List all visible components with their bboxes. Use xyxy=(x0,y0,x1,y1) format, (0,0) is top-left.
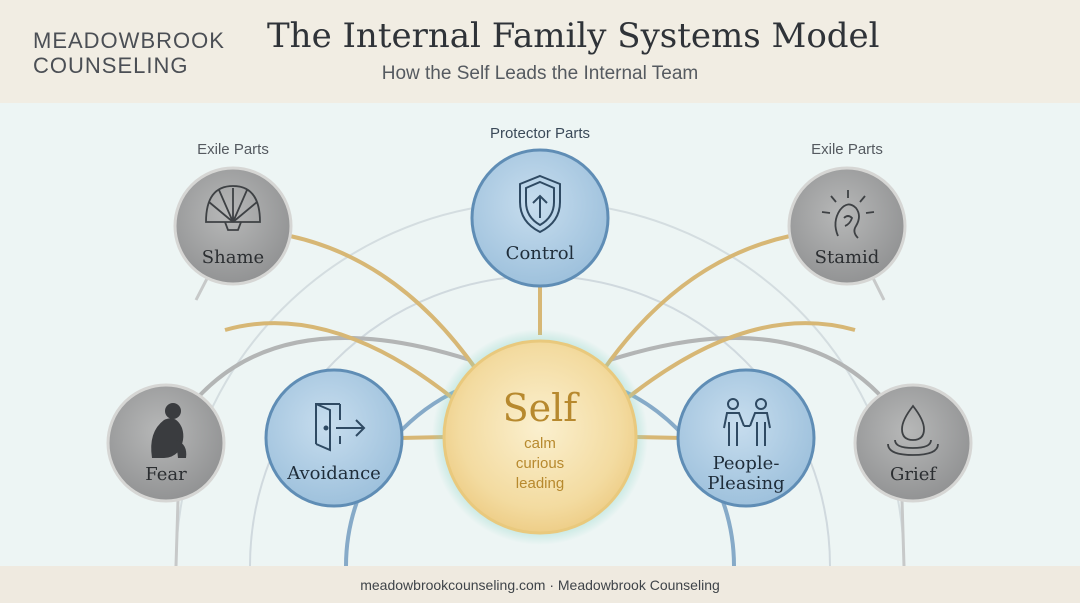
grief-circle xyxy=(853,383,973,503)
self-leading: leading xyxy=(516,475,564,492)
footer-text: meadowbrookcounseling.com · Meadowbrook … xyxy=(360,577,720,593)
avoidance-node: Avoidance xyxy=(264,368,404,508)
crouching-figure-icon xyxy=(151,403,187,458)
grief-node: Grief xyxy=(853,383,973,503)
brand-line-2: COUNSELING xyxy=(33,53,189,78)
stamid-label: Stamid xyxy=(815,247,880,268)
people-pleasing-label-1: People- xyxy=(713,453,780,474)
two-people-icon xyxy=(723,398,771,446)
self-node: Self calm curious leading xyxy=(432,329,648,545)
people-pleasing-circle xyxy=(676,368,816,508)
self-curious: curious xyxy=(516,455,564,472)
header-band xyxy=(0,0,1080,103)
brand-logo: MEADOWBROOK COUNSELING xyxy=(33,28,225,78)
water-drop-icon xyxy=(887,404,939,456)
avoidance-label: Avoidance xyxy=(286,463,381,484)
sunrise-head-icon xyxy=(821,190,875,239)
footer-band xyxy=(0,566,1080,603)
exile-parts-label-left: Exile Parts xyxy=(197,141,269,158)
avoidance-circle xyxy=(264,368,404,508)
shell-icon xyxy=(205,185,261,231)
shame-node: Shame xyxy=(173,166,293,286)
shame-circle xyxy=(173,166,293,286)
people-pleasing-node: People- Pleasing xyxy=(676,368,816,508)
self-title: Self xyxy=(503,386,581,430)
people-pleasing-label-2: Pleasing xyxy=(707,473,784,494)
fear-label: Fear xyxy=(145,464,187,485)
shield-arrow-icon xyxy=(519,174,561,234)
grief-lower-line xyxy=(900,499,906,566)
control-node: Control xyxy=(470,148,610,288)
fear-node: Fear xyxy=(106,383,226,503)
self-calm: calm xyxy=(524,435,556,452)
fear-lower-line xyxy=(174,499,180,566)
protector-parts-label: Protector Parts xyxy=(490,125,590,142)
fear-self-connector xyxy=(224,321,457,402)
grief-label: Grief xyxy=(890,464,937,485)
stamid-self-connector xyxy=(600,234,791,374)
exile-parts-label-right: Exile Parts xyxy=(811,141,883,158)
grief-self-connector xyxy=(623,321,856,402)
self-circle xyxy=(442,339,638,535)
page-title: The Internal Family Systems Model xyxy=(267,16,880,56)
stamid-node: Stamid xyxy=(787,166,907,286)
control-label: Control xyxy=(506,243,575,264)
page-subtitle: How the Self Leads the Internal Team xyxy=(381,63,699,84)
door-exit-icon xyxy=(315,403,366,452)
brand-line-1: MEADOWBROOK xyxy=(33,28,225,53)
shame-self-connector xyxy=(289,234,480,374)
shame-label: Shame xyxy=(202,247,264,268)
